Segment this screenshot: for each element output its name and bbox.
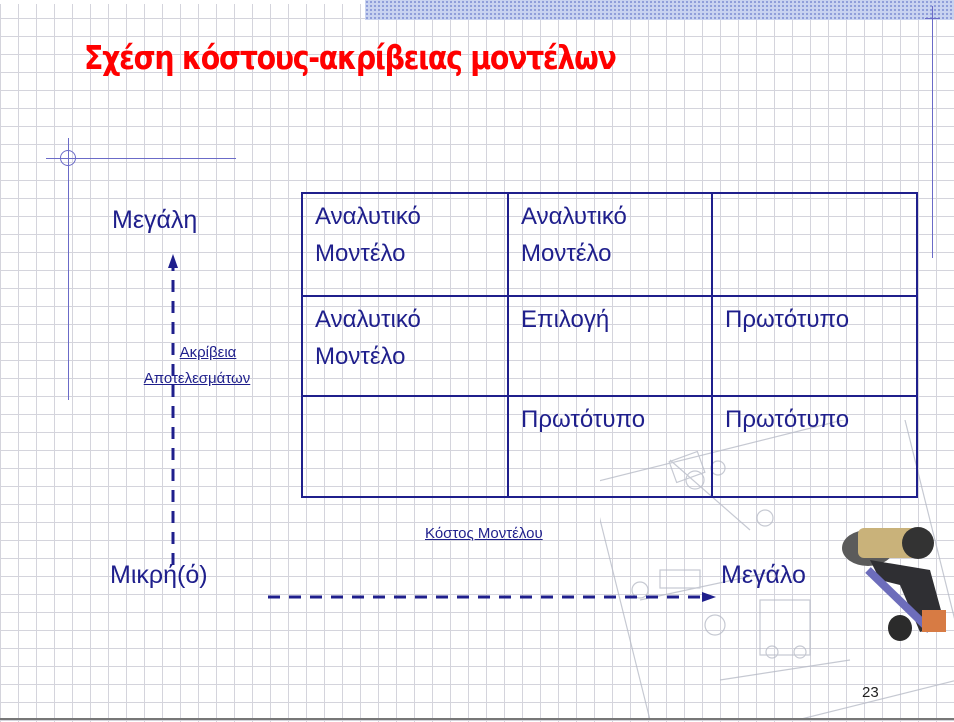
table-cell: Αναλυτικό Μοντέλο (301, 192, 509, 297)
table-cell: Πρωτότυπο (507, 395, 713, 498)
table-cell: Πρωτότυπο (711, 395, 918, 498)
table-row: Αναλυτικό Μοντέλο Επιλογή Πρωτότυπο (301, 295, 918, 397)
right-decorative-line (932, 6, 933, 258)
dotted-header-band (365, 0, 954, 20)
bottom-rule (0, 718, 954, 720)
table-cell (711, 192, 918, 297)
x-axis-high-label: Μεγάλο (721, 561, 806, 589)
left-decorative-line (68, 138, 69, 400)
table-row: Αναλυτικό Μοντέλο Αναλυτικό Μοντέλο (301, 192, 918, 297)
right-decorative-tick (925, 18, 940, 19)
table-row: Πρωτότυπο Πρωτότυπο (301, 395, 918, 498)
crosshair-ornament-icon (60, 150, 76, 166)
y-axis-title-line1: Ακρίβεια (179, 344, 237, 361)
x-axis-title: Κόστος Μοντέλου (425, 525, 543, 542)
table-cell: Αναλυτικό Μοντέλο (301, 295, 509, 397)
table-cell: Επιλογή (507, 295, 713, 397)
page-number: 23 (862, 684, 879, 701)
left-decorative-rule (46, 158, 236, 159)
y-axis-high-label: Μεγάλη (112, 206, 198, 234)
table-cell: Πρωτότυπο (711, 295, 918, 397)
y-axis-arrowhead-icon (168, 254, 178, 268)
table-cell: Αναλυτικό Μοντέλο (507, 192, 713, 297)
slide-title: Σχέση κόστους-ακρίβειας μοντέλων (84, 38, 617, 77)
model-matrix-table: Αναλυτικό Μοντέλο Αναλυτικό Μοντέλο Αναλ… (301, 192, 918, 498)
y-axis-title-line2: Αποτελεσμάτων (143, 370, 251, 387)
axis-low-label: Μικρή(ό) (110, 561, 208, 589)
x-axis-arrowhead-icon (702, 592, 716, 602)
table-cell (301, 395, 509, 498)
